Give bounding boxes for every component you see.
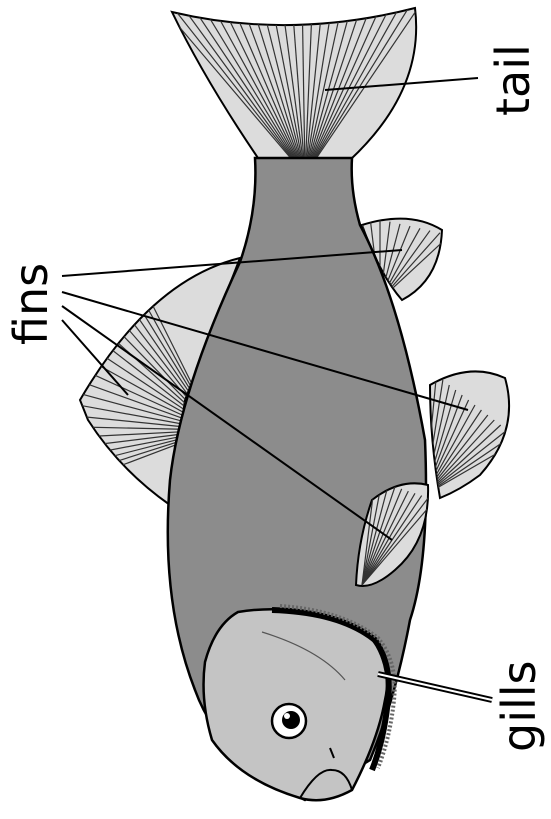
eye [272, 704, 306, 738]
fins-label: fins [8, 263, 54, 345]
tail-label: tail [490, 44, 536, 116]
tail-fin [165, 5, 420, 175]
gills-label: gills [496, 660, 542, 752]
anal-fin [425, 370, 520, 498]
